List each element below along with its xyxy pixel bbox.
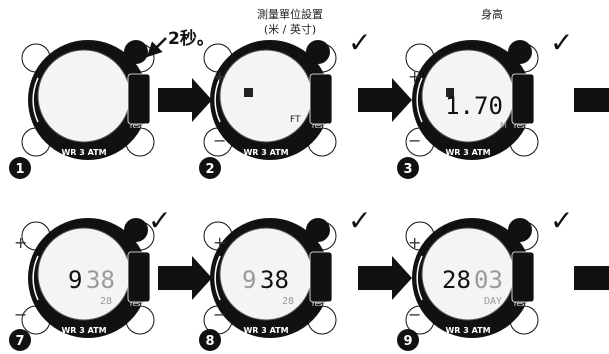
confirm-marks: ✓ ✓ ✓ ✓ ✓	[148, 26, 573, 237]
display-minute: 38	[86, 266, 115, 294]
reset-label: reset	[130, 300, 148, 308]
bezel-text: WR 3 ATM	[243, 326, 288, 335]
step-number: 3	[403, 162, 412, 177]
plus-sign: +	[14, 233, 27, 252]
display-minute: 38	[260, 266, 289, 294]
display-sub: DAY	[484, 296, 502, 307]
bezel-text: WR 3 ATM	[445, 326, 490, 335]
step-number: 7	[15, 334, 24, 349]
watch-step-2: WR 3 ATM FT	[203, 40, 337, 160]
step-number: 8	[205, 334, 214, 349]
reset-labels: reset reset reset reset reset reset	[130, 122, 532, 308]
display-hour: 9	[68, 266, 82, 294]
arrow-icon	[358, 256, 412, 300]
step-badges: 1 2 3 7 8 9	[9, 157, 419, 351]
crown-button	[306, 218, 330, 242]
bezel-text: WR 3 ATM	[445, 148, 490, 157]
check-icon: ✓	[148, 204, 171, 237]
check-icon: ✓	[550, 26, 573, 59]
check-icon: ✓	[348, 204, 371, 237]
label-unit-options: (米 / 英寸)	[264, 22, 316, 36]
crown-button	[306, 40, 330, 64]
plus-sign: +	[213, 67, 226, 86]
watch-screen	[219, 49, 313, 143]
side-button-panel	[511, 251, 535, 303]
side-button-panel	[127, 73, 151, 125]
press-arrow-icon	[146, 37, 167, 58]
plus-sign: +	[408, 67, 421, 86]
minus-sign: −	[213, 131, 226, 150]
plus-sign: +	[408, 233, 421, 252]
rotate-arrow-icon	[416, 255, 423, 301]
rotate-arrow-icon	[32, 255, 39, 301]
step-number: 2	[205, 162, 214, 177]
reset-label: reset	[514, 122, 532, 130]
press-hint: 2秒。	[168, 28, 214, 49]
height-person-icon	[446, 88, 454, 97]
watch-screen	[37, 49, 131, 143]
reset-label: reset	[312, 300, 330, 308]
crown-button	[508, 40, 532, 64]
side-button-panel	[127, 251, 151, 303]
rotate-arrow-icon	[416, 77, 423, 123]
minus-sign: −	[408, 131, 421, 150]
bezel-text: WR 3 ATM	[243, 148, 288, 157]
side-button-panel	[511, 73, 535, 125]
display-day: 28	[442, 266, 471, 294]
watch-step-1: WR 3 ATM	[21, 40, 155, 160]
label-height: 身高	[481, 7, 503, 21]
check-icon: ✓	[348, 26, 371, 59]
rotate-arrow-icon	[214, 77, 221, 123]
reset-label: reset	[312, 122, 330, 130]
arrow-icon	[574, 88, 609, 112]
bezel-text: WR 3 ATM	[61, 326, 106, 335]
arrow-icon	[574, 266, 609, 290]
minus-sign: −	[213, 305, 226, 324]
crown-button	[124, 40, 148, 64]
step-number: 9	[403, 334, 412, 349]
display-month: 03	[474, 266, 503, 294]
adjust-signs: + − + − + − + − + −	[14, 67, 421, 324]
display-main-value: 1.70	[445, 92, 503, 120]
step-number: 1	[15, 162, 24, 177]
display-hour: 9	[242, 266, 256, 294]
arrow-icon	[158, 78, 212, 122]
rotate-arrow-icon	[32, 77, 39, 123]
label-unit-setting: 測量單位設置	[257, 7, 323, 21]
rotate-arrow-icon	[214, 255, 221, 301]
plus-sign: +	[213, 233, 226, 252]
side-button-panel	[309, 251, 333, 303]
arrow-icon	[358, 78, 412, 122]
watch-screen	[37, 227, 131, 321]
bezel-text: WR 3 ATM	[61, 148, 106, 157]
minus-sign: −	[14, 305, 27, 324]
display-unit: M	[500, 121, 507, 130]
side-button-panel	[309, 73, 333, 125]
watch-step-9: WR 3 ATM 28 03 DAY	[405, 218, 539, 338]
watch-step-8: WR 3 ATM 9 38 28	[203, 218, 337, 338]
unit-indicator: FT	[290, 115, 301, 125]
reset-label: reset	[130, 122, 148, 130]
next-arrows	[158, 78, 609, 300]
watch-step-3: WR 3 ATM 1.70 M	[405, 40, 539, 160]
check-icon: ✓	[550, 204, 573, 237]
arrow-icon	[158, 256, 212, 300]
crown-button	[508, 218, 532, 242]
crown-button	[124, 218, 148, 242]
watch-step-7: WR 3 ATM 9 38 28	[21, 218, 155, 338]
height-person-icon	[244, 88, 253, 97]
reset-label: reset	[514, 300, 532, 308]
minus-sign: −	[408, 305, 421, 324]
display-sub: 28	[282, 296, 294, 307]
display-sub: 28	[100, 296, 112, 307]
